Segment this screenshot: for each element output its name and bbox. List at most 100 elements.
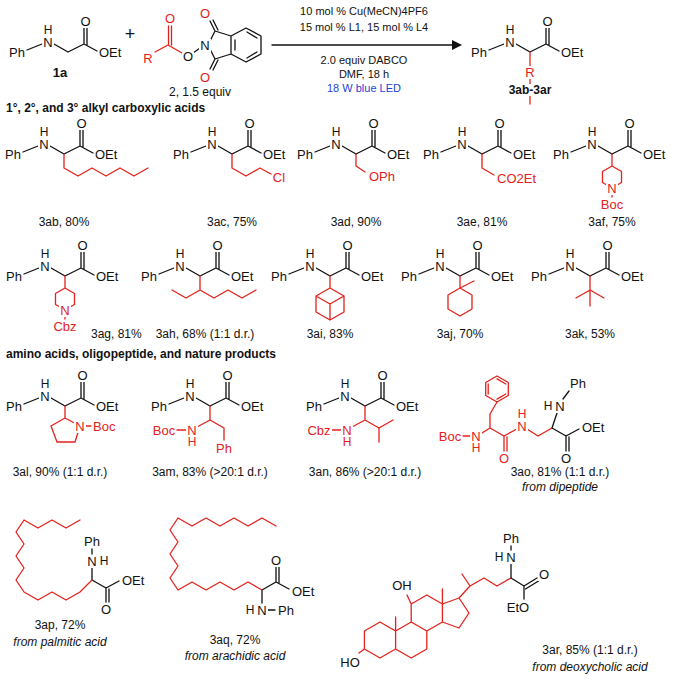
- atom-label: OEt: [95, 270, 119, 283]
- atom-label: Ph: [305, 400, 323, 413]
- compound-label: 3ac, 75%: [206, 216, 258, 228]
- atom-label: OPh: [368, 170, 396, 183]
- compound-number: 3ab-3ar: [508, 84, 553, 96]
- atom-label: O: [221, 369, 233, 382]
- compound-label: 3af, 75%: [587, 216, 636, 228]
- source-note: from dipeptide: [521, 481, 599, 493]
- atom-label: Cl: [272, 171, 286, 184]
- atom-label: Boc: [438, 430, 462, 443]
- structure-3ae: [441, 130, 511, 175]
- atom-label: H: [185, 378, 196, 390]
- structure-3ao: [463, 376, 579, 451]
- atom-label: R: [524, 66, 535, 79]
- atom-label: Ph: [172, 148, 190, 161]
- atom-label: O: [76, 369, 88, 382]
- condition-text: 15 mol % L1, 15 mol % L4: [299, 22, 429, 33]
- structure-3aj: [419, 252, 489, 316]
- structure-3ab: [23, 130, 148, 176]
- atom-label: O: [75, 117, 87, 130]
- atom-label: Ph: [5, 400, 23, 413]
- condition-text: 2.0 equiv DABCO: [320, 55, 409, 66]
- atom-label: N: [256, 604, 267, 617]
- atom-label: N: [184, 390, 195, 403]
- compound-label: 3ag, 81%: [90, 328, 143, 340]
- atom-label: O: [76, 239, 88, 252]
- substrate-skeleton: [27, 28, 97, 52]
- atom-label: Ph: [4, 148, 22, 161]
- plus-sign: +: [124, 25, 137, 43]
- atom-label: CO2Et: [496, 172, 537, 185]
- structure-3aq: [170, 518, 289, 610]
- atom-label: HO: [339, 656, 361, 669]
- atom-label: N: [39, 260, 50, 273]
- atom-label: H: [543, 400, 554, 412]
- atom-label: Boc: [152, 424, 176, 437]
- atom-label: H: [435, 248, 446, 260]
- atom-label: Boc: [92, 420, 116, 433]
- atom-label: OH: [391, 579, 413, 592]
- compound-label: 3ar, 85% (1:1 d.r.): [541, 644, 638, 656]
- atom-label: Cbz: [52, 320, 77, 333]
- atom-label: H: [505, 24, 516, 36]
- atom-label: OEt: [230, 270, 254, 283]
- atom-label: N: [606, 182, 617, 195]
- structure-3ag: [24, 252, 94, 319]
- compound-label: 3al, 90% (1:1 d.r.): [12, 466, 109, 478]
- source-note: from palmitic acid: [12, 636, 107, 648]
- atom-label: Ph: [552, 148, 570, 161]
- atom-label: Ph: [569, 377, 587, 390]
- atom-label: Ph: [400, 270, 418, 283]
- atom-label: OEt: [240, 400, 264, 413]
- structure-3ai: [289, 252, 359, 320]
- atom-label: OEt: [395, 400, 419, 413]
- atom-label: O: [341, 239, 353, 252]
- atom-label: OEt: [95, 400, 119, 413]
- atom-label: Ph: [140, 270, 158, 283]
- atom-label: N: [470, 430, 481, 443]
- atom-label: O: [376, 369, 388, 382]
- atom-label: O: [493, 117, 505, 130]
- compound-label: 3aq, 72%: [209, 634, 262, 646]
- atom-label: N: [434, 260, 445, 273]
- compound-label: 3ab, 80%: [38, 216, 91, 228]
- atom-label: O: [79, 15, 91, 28]
- atom-label: Ph: [270, 270, 288, 283]
- atom-label: H: [340, 378, 351, 390]
- atom-label: N: [456, 138, 467, 151]
- atom-label: O: [498, 452, 510, 465]
- atom-label: N: [59, 304, 70, 317]
- atom-label: N: [564, 260, 575, 273]
- atom-label: OEt: [581, 421, 605, 434]
- section-heading: 1°, 2°, and 3° alkyl carboxylic acids: [5, 102, 206, 114]
- atom-label: O: [623, 117, 635, 130]
- atom-label: N: [516, 420, 527, 433]
- atom-label: O: [471, 239, 483, 252]
- atom-label: O: [601, 239, 613, 252]
- atom-label: N: [304, 260, 315, 273]
- compound-label: 3ah, 68% (1:1 d.r.): [155, 328, 256, 340]
- atom-label: H: [494, 551, 505, 563]
- product-skeleton: [489, 28, 559, 104]
- source-note: from arachidic acid: [184, 650, 287, 662]
- structure-3ar: [359, 546, 539, 658]
- atom-label: H: [187, 436, 198, 448]
- atom-label: Cbz: [306, 424, 331, 437]
- compound-label: 3ai, 83%: [306, 328, 355, 340]
- atom-label: O: [164, 12, 176, 25]
- compound-label: 3ad, 90%: [330, 216, 383, 228]
- structure-3am: [169, 382, 239, 440]
- atom-label: H: [175, 248, 186, 260]
- atom-label: N: [554, 400, 565, 413]
- reaction-arrow: [272, 40, 462, 50]
- atom-label: Ph: [470, 46, 488, 59]
- atom-label: H: [245, 604, 256, 616]
- condition-text: 18 W blue LED: [326, 83, 402, 94]
- atom-label: N: [199, 39, 210, 52]
- atom-label: N: [74, 420, 85, 433]
- atom-label: O: [538, 568, 550, 581]
- atom-label: O: [243, 117, 255, 130]
- atom-label: N: [586, 138, 597, 151]
- atom-label: Ph: [296, 148, 314, 161]
- atom-label: OEt: [620, 270, 644, 283]
